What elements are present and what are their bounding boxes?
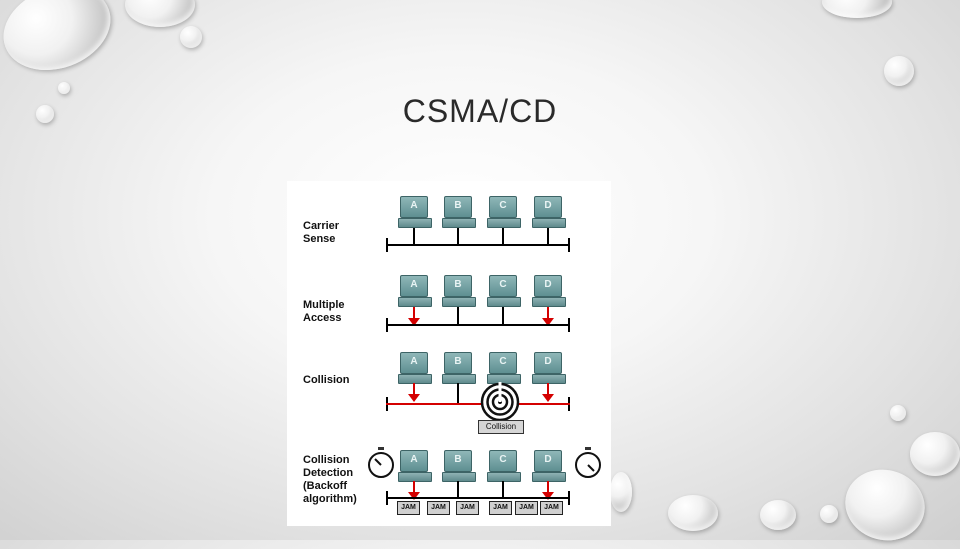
station-a: A bbox=[398, 275, 432, 309]
jam-arrow-a bbox=[408, 481, 420, 501]
water-drop bbox=[610, 472, 632, 512]
transmit-arrow-d bbox=[542, 383, 554, 403]
water-drop bbox=[837, 460, 933, 549]
row-label-collision-detection: Collision Detection (Backoff algorithm) bbox=[303, 454, 357, 505]
water-drop bbox=[760, 500, 796, 530]
network-bus-collision bbox=[386, 403, 570, 405]
water-drop bbox=[822, 0, 892, 18]
row-label-collision: Collision bbox=[303, 374, 350, 386]
jam-signal: JAM bbox=[515, 501, 538, 515]
station-c: C bbox=[487, 450, 521, 484]
network-bus bbox=[386, 497, 570, 499]
transmit-arrow-a bbox=[408, 383, 420, 403]
station-d: D bbox=[532, 450, 566, 484]
collision-label: Collision bbox=[478, 420, 524, 434]
stopwatch-icon-left bbox=[368, 447, 394, 478]
station-c: C bbox=[487, 275, 521, 309]
water-drop bbox=[58, 82, 70, 94]
jam-signal: JAM bbox=[397, 501, 420, 515]
station-c: C bbox=[487, 196, 521, 230]
csma-cd-diagram: Carrier Sense Multiple Access Collision … bbox=[287, 181, 611, 526]
station-d: D bbox=[532, 275, 566, 309]
water-drop bbox=[668, 495, 718, 531]
water-drop bbox=[125, 0, 195, 27]
station-b: B bbox=[442, 450, 476, 484]
station-a: A bbox=[398, 196, 432, 230]
water-drop bbox=[890, 405, 906, 421]
station-c: C bbox=[487, 352, 521, 386]
jam-signal: JAM bbox=[489, 501, 512, 515]
drop-line bbox=[413, 228, 415, 245]
row-label-carrier-sense: Carrier Sense bbox=[303, 220, 340, 245]
jam-signal: JAM bbox=[456, 501, 479, 515]
water-drop bbox=[884, 56, 914, 86]
network-bus bbox=[386, 244, 570, 246]
station-d: D bbox=[532, 352, 566, 386]
station-a: A bbox=[398, 450, 432, 484]
station-b: B bbox=[442, 196, 476, 230]
drop-line bbox=[547, 228, 549, 245]
drop-line bbox=[502, 307, 504, 326]
stopwatch-icon-right bbox=[575, 447, 601, 478]
jam-signal: JAM bbox=[540, 501, 563, 515]
row-label-multiple-access: Multiple Access bbox=[303, 299, 345, 324]
drop-line bbox=[457, 307, 459, 326]
transmit-arrow-d bbox=[542, 307, 554, 327]
drop-line bbox=[502, 228, 504, 245]
network-bus bbox=[386, 324, 570, 326]
station-b: B bbox=[442, 275, 476, 309]
water-drop bbox=[820, 505, 838, 523]
water-drop bbox=[36, 105, 54, 123]
transmit-arrow-a bbox=[408, 307, 420, 327]
slide-title: CSMA/CD bbox=[402, 93, 558, 129]
station-a: A bbox=[398, 352, 432, 386]
drop-line bbox=[502, 481, 504, 498]
water-drop bbox=[180, 26, 202, 48]
drop-line bbox=[457, 481, 459, 498]
water-drop bbox=[910, 432, 960, 476]
water-drop bbox=[0, 0, 123, 85]
station-b: B bbox=[442, 352, 476, 386]
drop-line bbox=[457, 383, 459, 404]
station-d: D bbox=[532, 196, 566, 230]
drop-line bbox=[457, 228, 459, 245]
collision-burst-icon bbox=[480, 382, 520, 422]
jam-signal: JAM bbox=[427, 501, 450, 515]
jam-arrow-d bbox=[542, 481, 554, 501]
